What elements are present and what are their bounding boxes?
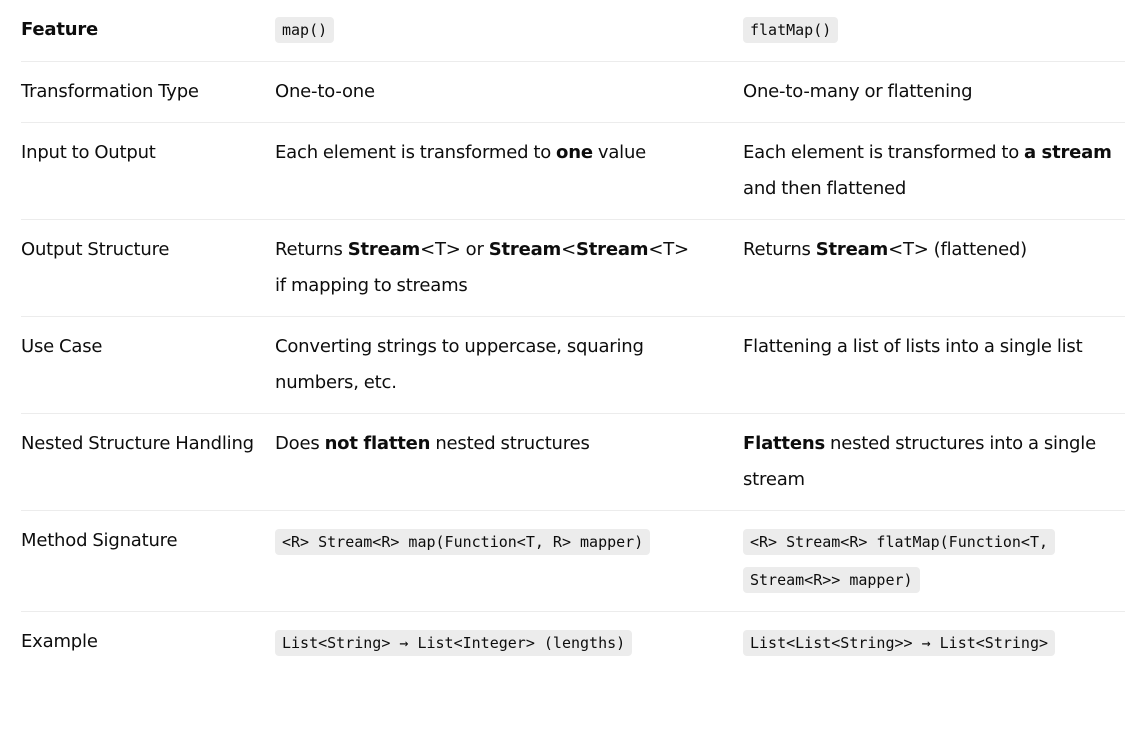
feature-cell: Output Structure (21, 239, 170, 260)
table-row: Output Structure Returns Stream<T> or St… (21, 220, 1125, 317)
header-map-code: map() (275, 17, 335, 43)
feature-cell: Transformation Type (21, 81, 199, 102)
text-span: Returns (275, 239, 348, 260)
flatmap-cell: Flattens nested structures into a single… (743, 414, 1125, 510)
text-span: nested structures into a single stream (743, 433, 1096, 490)
map-cell: List<String> → List<Integer> (lengths) (275, 612, 743, 674)
bold-text: Stream (815, 239, 889, 260)
flatmap-cell: List<List<String>> → List<String> (743, 612, 1125, 674)
method-signature-code: <R> Stream<R> flatMap(Function<T, Stream… (743, 529, 1056, 593)
feature-cell: Example (21, 631, 98, 652)
header-flatmap-code: flatMap() (743, 17, 839, 43)
text-span: nested structures (430, 433, 590, 454)
table-row: Example List<String> → List<Integer> (le… (21, 612, 1125, 674)
map-cell: Converting strings to uppercase, squarin… (275, 336, 644, 393)
bold-text: not flatten (324, 433, 431, 454)
method-signature-code: <R> Stream<R> map(Function<T, R> mapper) (275, 529, 651, 555)
text-span: Each element is transformed to (275, 142, 557, 163)
bold-text: Stream (575, 239, 649, 260)
feature-cell: Input to Output (21, 142, 156, 163)
map-cell: Each element is transformed to one value (275, 123, 743, 219)
comparison-table: Feature map() flatMap() Transformation T… (21, 0, 1125, 674)
header-feature: Feature (21, 19, 99, 40)
text-span: <T> or (420, 239, 489, 260)
table-row: Transformation Type One-to-one One-to-ma… (21, 62, 1125, 123)
text-span: Returns (743, 239, 816, 260)
map-cell: One-to-one (275, 81, 375, 102)
flatmap-cell: One-to-many or flattening (743, 81, 973, 102)
flatmap-cell: Each element is transformed to a stream … (743, 123, 1125, 219)
text-span: <T> (flattened) (888, 239, 1027, 260)
header-flatmap: flatMap() (743, 0, 1125, 61)
text-span: and then flattened (743, 178, 907, 199)
text-span: Does (275, 433, 325, 454)
example-code: List<String> → List<Integer> (lengths) (275, 630, 633, 656)
feature-cell: Method Signature (21, 530, 178, 551)
bold-text: Flattens (743, 433, 825, 454)
text-span: Each element is transformed to (743, 142, 1025, 163)
header-map: map() (275, 0, 743, 61)
text-span: value (592, 142, 647, 163)
table-header-row: Feature map() flatMap() (21, 0, 1125, 62)
table-row: Nested Structure Handling Does not flatt… (21, 414, 1125, 511)
map-cell: <R> Stream<R> map(Function<T, R> mapper) (275, 511, 743, 611)
table-row: Method Signature <R> Stream<R> map(Funct… (21, 511, 1125, 612)
table-row: Use Case Converting strings to uppercase… (21, 317, 1125, 414)
feature-cell: Use Case (21, 336, 103, 357)
bold-text: one (556, 142, 593, 163)
bold-text: Stream (488, 239, 562, 260)
flatmap-cell: Returns Stream<T> (flattened) (743, 220, 1125, 316)
bold-text: a stream (1024, 142, 1112, 163)
map-cell: Returns Stream<T> or Stream<Stream<T> if… (275, 220, 743, 316)
bold-text: Stream (347, 239, 421, 260)
example-code: List<List<String>> → List<String> (743, 630, 1056, 656)
text-span: <T> if mapping to streams (275, 239, 689, 296)
table-row: Input to Output Each element is transfor… (21, 123, 1125, 220)
text-span: < (561, 239, 576, 260)
map-cell: Does not flatten nested structures (275, 414, 743, 510)
feature-cell: Nested Structure Handling (21, 433, 254, 454)
flatmap-cell: Flattening a list of lists into a single… (743, 336, 1083, 357)
flatmap-cell: <R> Stream<R> flatMap(Function<T, Stream… (743, 511, 1125, 611)
